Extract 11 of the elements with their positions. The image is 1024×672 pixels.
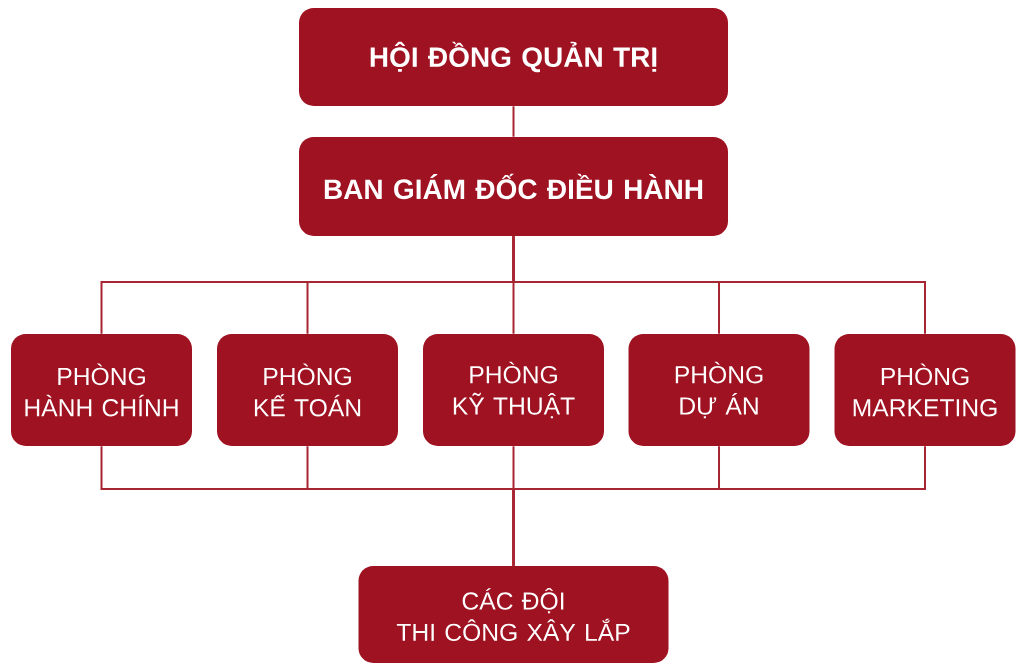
org-chart-box: BAN GIÁM ĐỐC ĐIỀU HÀNH xyxy=(299,137,728,236)
department-box: PHÒNG KỸ THUẬT xyxy=(423,334,604,446)
department-box: PHÒNG MARKETING xyxy=(834,334,1016,446)
connector-line xyxy=(512,445,926,567)
department-box: PHÒNG HÀNH CHÍNH xyxy=(11,334,192,446)
department-box: PHÒNG KẾ TOÁN xyxy=(217,334,398,446)
org-chart-box: HỘI ĐỒNG QUẢN TRỊ xyxy=(299,8,728,106)
connector-line xyxy=(512,105,515,138)
department-box: PHÒNG DỰ ÁN xyxy=(628,334,810,446)
connector-line xyxy=(512,235,926,335)
org-chart-box: CÁC ĐỘI THI CÔNG XÂY LẮP xyxy=(358,566,669,663)
